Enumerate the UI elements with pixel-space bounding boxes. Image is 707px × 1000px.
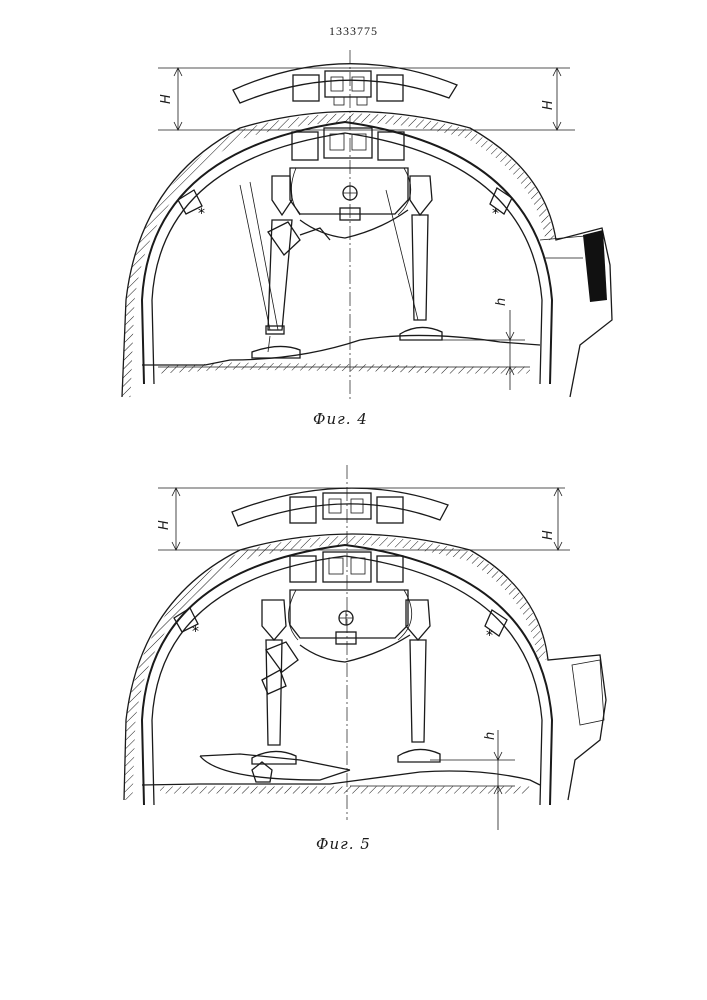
frame-5: [290, 590, 408, 638]
coal-seam-5: [572, 660, 604, 725]
figure-5: H H * *: [124, 465, 606, 830]
dim-H-right: H: [541, 100, 556, 110]
leg-right-head-5: [406, 600, 430, 640]
canopy-blocks-upper-5: [290, 493, 403, 523]
coal-seam: [583, 230, 607, 302]
dim-h-fig4: h: [494, 298, 509, 306]
figure-5-caption: Фиг. 5: [316, 835, 371, 853]
floor-block: [200, 754, 350, 780]
dim-H-right-5: H: [541, 530, 556, 540]
leg-right-head: [410, 176, 432, 215]
dim-H-left-5: H: [157, 520, 172, 530]
svg-text:*: *: [198, 206, 205, 222]
figure-4: H H * *: [122, 50, 612, 400]
leg-left-head-5: [262, 600, 286, 640]
rock-contour: [122, 112, 612, 398]
dim-H-left: H: [159, 94, 174, 104]
dim-h-fig5: h: [483, 732, 498, 740]
roof-bar-upper-5: [232, 488, 448, 526]
leg-left-head: [272, 176, 292, 215]
figure-4-caption: Фиг. 4: [313, 410, 368, 428]
canopy-blocks-upper: [293, 71, 403, 105]
